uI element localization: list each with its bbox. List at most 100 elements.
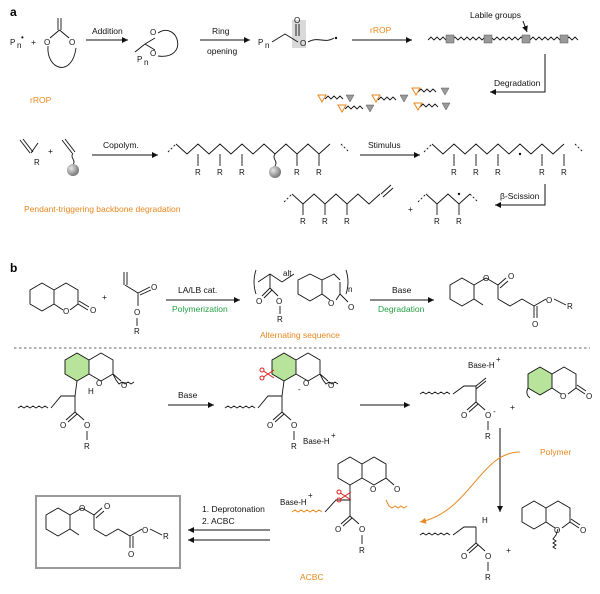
- svg-text:P: P: [10, 38, 15, 47]
- svg-text:O: O: [508, 272, 514, 281]
- deprotonation-step: 1. Deprotonation: [202, 504, 265, 514]
- copolym-label: Copolym.: [103, 140, 139, 150]
- svg-text:R: R: [316, 168, 322, 177]
- svg-text:R: R: [456, 217, 462, 226]
- svg-text:O: O: [328, 381, 334, 390]
- svg-text:O: O: [150, 28, 156, 37]
- svg-text:O: O: [303, 379, 309, 388]
- svg-text:Base: Base: [178, 390, 198, 400]
- svg-text:opening: opening: [207, 46, 238, 56]
- svg-text:n: n: [17, 41, 21, 50]
- svg-text:O: O: [546, 296, 552, 305]
- svg-text:O: O: [485, 411, 491, 420]
- radical-pn: P n •: [10, 33, 24, 50]
- scission-product-radical: R R: [417, 192, 479, 226]
- labile-groups-label: Labile groups: [470, 10, 521, 20]
- svg-text:R: R: [495, 168, 501, 177]
- svg-text:O: O: [276, 297, 282, 306]
- svg-text:O: O: [104, 502, 110, 511]
- svg-text:O: O: [394, 485, 400, 494]
- polyester-chain: [427, 34, 579, 44]
- acbc-step: 2. ACBC: [202, 516, 235, 526]
- svg-text:+: +: [496, 355, 501, 364]
- svg-text:O: O: [142, 526, 148, 535]
- svg-text:O: O: [84, 421, 90, 430]
- svg-text:P: P: [258, 38, 263, 47]
- svg-text:O: O: [256, 297, 262, 306]
- svg-text:R: R: [567, 302, 573, 311]
- enolate-fragment: Base-H + O O - R: [419, 355, 501, 441]
- vinyl-monomer: R: [19, 138, 40, 167]
- svg-text:R: R: [344, 217, 350, 226]
- svg-text:O: O: [90, 306, 96, 315]
- scission-product-alkene: R R R: [283, 184, 394, 226]
- released-coumarin: O O: [526, 366, 592, 401]
- scissors-icon: [259, 367, 275, 381]
- panel-a: a P n • + O O Addition O O P n: [10, 5, 584, 226]
- svg-text:O: O: [370, 485, 376, 494]
- svg-text:-: -: [493, 407, 496, 416]
- ester-radical: P n O O: [258, 16, 338, 50]
- svg-text:O: O: [69, 38, 75, 47]
- panel-a-label: a: [10, 5, 17, 19]
- svg-text:•: •: [21, 33, 24, 42]
- svg-text:n: n: [348, 285, 352, 294]
- svg-text:O: O: [560, 392, 566, 401]
- final-product-box: O O O O R: [35, 495, 181, 569]
- svg-text:O: O: [128, 550, 134, 559]
- degradation-product: O O O O R: [449, 272, 573, 329]
- svg-text:O: O: [483, 274, 489, 283]
- svg-text:R: R: [359, 546, 365, 555]
- svg-text:+: +: [48, 146, 53, 156]
- svg-text:P: P: [137, 55, 142, 64]
- mechanism-polymer-start: O O H O O R: [17, 352, 135, 451]
- coumarin-monomer: O O: [29, 282, 96, 316]
- svg-text:O: O: [532, 320, 538, 329]
- svg-text:O: O: [134, 308, 140, 317]
- svg-text:O: O: [96, 379, 102, 388]
- svg-text:O: O: [60, 421, 66, 430]
- svg-text:R: R: [451, 168, 457, 177]
- svg-text:R: R: [561, 168, 567, 177]
- svg-text:O: O: [485, 552, 491, 561]
- degradation-fragments: [317, 87, 451, 114]
- svg-text:O: O: [328, 299, 334, 308]
- svg-text:-: -: [298, 385, 301, 394]
- acbc-intermediate: Base-H + O O O O R: [280, 456, 408, 555]
- svg-text:O: O: [267, 421, 273, 430]
- svg-text:R: R: [277, 315, 283, 324]
- pendant-title: Pendant-triggering backbone degradation: [24, 204, 181, 214]
- base-label: Base: [392, 285, 412, 295]
- svg-text:R: R: [322, 217, 328, 226]
- svg-text:R: R: [294, 168, 300, 177]
- rrop-title: rROP: [30, 95, 52, 105]
- alternating-sequence-label: Alternating sequence: [260, 330, 340, 340]
- svg-text:O: O: [291, 421, 297, 430]
- radical-adduct: O O P n: [134, 28, 179, 67]
- cyclic-ketene-acetal: O O: [44, 18, 77, 68]
- svg-text:R: R: [434, 217, 440, 226]
- scissors-icon: [336, 489, 352, 503]
- svg-text:Base-H: Base-H: [468, 361, 495, 370]
- svg-text:+: +: [510, 402, 515, 412]
- labile-square-icon: [483, 34, 493, 44]
- svg-text:n: n: [144, 58, 148, 67]
- svg-text:R: R: [300, 217, 306, 226]
- polymerization-label: Polymerization: [172, 304, 228, 314]
- la-lb-cat-label: LA/LB cat.: [178, 285, 217, 295]
- svg-text:O: O: [461, 411, 467, 420]
- svg-text:R: R: [217, 168, 223, 177]
- degradation-label-a: Degradation: [494, 78, 541, 88]
- svg-text:R: R: [485, 573, 491, 582]
- svg-text:O: O: [335, 525, 341, 534]
- svg-text:O: O: [151, 283, 157, 292]
- svg-text:R: R: [163, 532, 169, 541]
- degradation-label-b: Degradation: [378, 304, 425, 314]
- svg-text:+: +: [506, 545, 511, 555]
- svg-text:R: R: [485, 432, 491, 441]
- svg-text:O: O: [348, 303, 354, 312]
- panel-b-label: b: [10, 261, 17, 275]
- rrop-arrow-label: rROP: [370, 25, 392, 35]
- svg-text:R: R: [239, 168, 245, 177]
